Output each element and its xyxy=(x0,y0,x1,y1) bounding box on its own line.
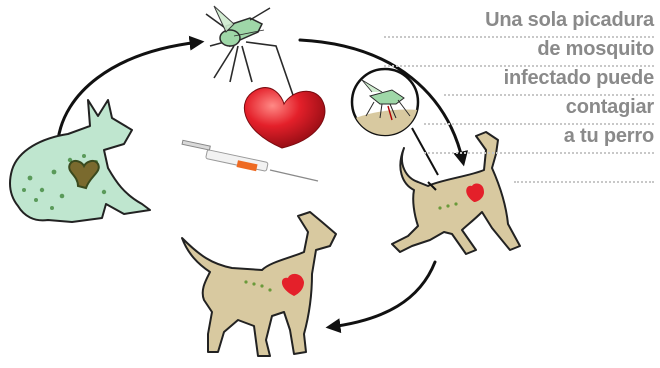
caption-line: de mosquito xyxy=(364,35,654,64)
caption-divider xyxy=(514,181,654,183)
mosquito-icon xyxy=(206,6,294,98)
caption: Una sola picadura de mosquito infectado … xyxy=(364,6,654,151)
caption-line: infectado puede xyxy=(364,64,654,93)
caption-divider xyxy=(424,152,654,154)
caption-line: a tu perro xyxy=(364,122,654,151)
caption-divider xyxy=(384,65,654,67)
heart-icon xyxy=(244,88,325,148)
arrow-dog-to-mosquito xyxy=(58,42,200,140)
caption-divider xyxy=(424,123,654,125)
dog-icon xyxy=(182,212,336,356)
caption-line: Una sola picadura xyxy=(364,6,654,35)
infected-dog-icon xyxy=(10,100,150,222)
caption-divider xyxy=(444,94,654,96)
arrow-dog-to-dog xyxy=(330,262,435,327)
syringe-icon xyxy=(182,140,318,181)
caption-divider xyxy=(384,36,654,38)
caption-line: contagiar xyxy=(364,93,654,122)
